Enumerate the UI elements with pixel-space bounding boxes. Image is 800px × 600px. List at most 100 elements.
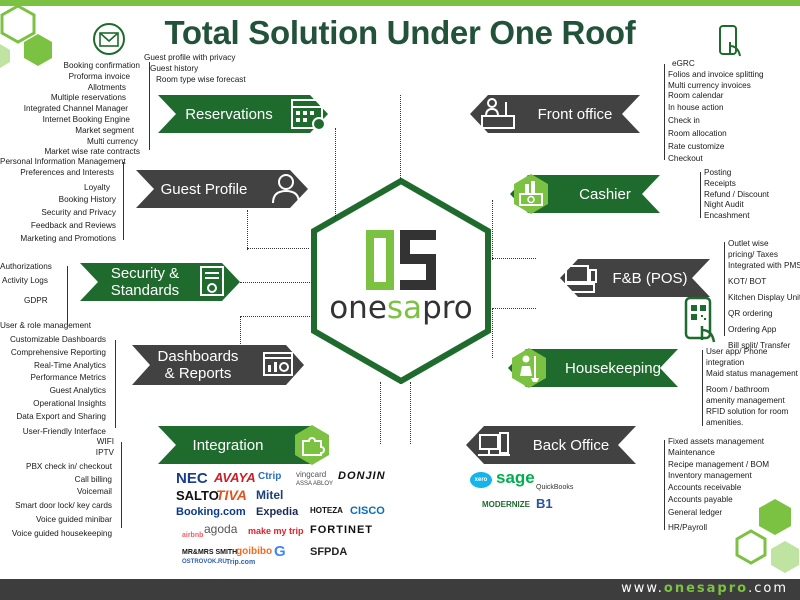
top-accent-bar [0, 0, 800, 6]
connector-line [247, 248, 309, 249]
connector-line [247, 210, 248, 250]
list-item: Check in [668, 115, 700, 125]
list-item: Real-Time Analytics [33, 360, 106, 370]
list-item: Booking confirmation [63, 61, 140, 70]
list-item: Room / bathroom amenity management [706, 385, 785, 406]
list-item: WIFI [96, 437, 114, 446]
list-item: Integrated with PMS [728, 260, 800, 270]
banner-label: Reservations [185, 105, 273, 123]
list-item: PBX check in/ checkout [25, 461, 112, 471]
list-item: Accounts receivable [668, 483, 742, 493]
qr-phone-icon [684, 296, 716, 343]
list-item: Voice guided minibar [35, 514, 112, 524]
list-item: GDPR [24, 295, 48, 305]
list-item: Data Export and Sharing [16, 411, 106, 421]
list-item: Kitchen Display Unit [728, 293, 800, 303]
center-logo: onesapro [308, 178, 494, 384]
logo-b1: B1 [536, 496, 553, 511]
list-item: Preferences and Interests [20, 167, 114, 177]
list-item: Guest history [150, 63, 199, 73]
banner-label: F&B (POS) [612, 269, 688, 287]
reservations-bracket [144, 62, 150, 150]
logo-hoteza: HOTEZA [310, 506, 343, 515]
guest-profile-banner[interactable]: Guest Profile [136, 170, 308, 208]
connector-line [492, 308, 493, 358]
pos-icon [556, 254, 604, 302]
list-item: Performance Metrics [30, 373, 106, 383]
list-item: Refund / Discount [704, 189, 770, 199]
logo-google: G [274, 543, 286, 560]
list-item: Operational Insights [33, 398, 106, 408]
brand-name: onesapro [308, 290, 494, 326]
connector-line [492, 308, 536, 309]
integration-bracket [116, 442, 122, 528]
logo-fortinet: FORTINET [310, 524, 373, 536]
list-item: Ordering App [728, 324, 777, 334]
list-item: Call billing [74, 475, 112, 485]
back-office-list: Fixed assets management Maintenance Reci… [664, 437, 800, 533]
cashier-list: Posting Receipts Refund / Discount Night… [700, 168, 800, 222]
list-item: Folios and invoice splitting [668, 69, 764, 79]
brand-name-part: one [329, 290, 387, 326]
reservations-top-list: Guest profile with privacy Guest history… [144, 53, 250, 85]
list-item: Allotments [87, 82, 126, 92]
mobile-touch-icon [719, 25, 741, 57]
dashboards-bracket [110, 340, 116, 428]
list-item: Voice guided housekeeping [11, 528, 112, 538]
connector-line [492, 258, 536, 259]
guest-profile-bracket [120, 162, 124, 240]
person-icon [262, 165, 310, 213]
list-item: HR/Payroll [668, 522, 708, 532]
logo-cisco: CISCO [350, 505, 385, 517]
list-item: Authorizations [0, 262, 52, 271]
list-item: Marketing and Promotions [20, 233, 116, 243]
list-item: Encashment [704, 211, 750, 221]
list-item: eGRC [672, 59, 695, 68]
list-item: Comprehensive Reporting [10, 347, 106, 357]
logo-nec: NEC [176, 470, 208, 487]
logo-mrmrssmith: MR&MRS SMITH [182, 549, 238, 556]
list-item: User app/ Phone integration [706, 347, 768, 367]
connector-line [240, 316, 241, 346]
backoffice-logos: xero sage QuickBooks MODERNIZE B1 [470, 468, 600, 516]
list-item: Booking History [58, 195, 116, 205]
list-item: Bill split/ Transfer [728, 340, 791, 350]
list-item: Rate customize [668, 141, 725, 151]
housekeeping-list: User app/ Phone integration Maid status … [702, 347, 800, 429]
logo-goibibo: goibibo [236, 546, 273, 557]
logo-sfpda: SFPDA [310, 546, 348, 558]
security-banner[interactable]: Security & Standards [80, 263, 240, 301]
connector-line [380, 382, 381, 444]
back-office-banner[interactable]: Back Office [466, 426, 636, 464]
list-item: Inventory management [668, 471, 752, 481]
brand-name-part: sa [386, 290, 423, 326]
connector-line [492, 200, 493, 260]
guest-profile-list: Personal Information Management Preferen… [0, 157, 126, 245]
dashboards-banner[interactable]: Dashboards & Reports [132, 345, 304, 385]
fnb-bracket [724, 242, 728, 336]
puzzle-icon [288, 421, 336, 469]
cash-icon [507, 170, 555, 218]
list-item: Receipts [704, 178, 736, 188]
dashboards-list: Customizable Dashboards Comprehensive Re… [0, 335, 110, 437]
logo-airbnb: airbnb [182, 532, 204, 539]
list-item: Multiple reservations [50, 93, 126, 103]
list-item: Guest Analytics [49, 386, 106, 396]
list-item: In house action [668, 103, 724, 113]
reservations-list: Booking confirmation Proforma invoice Al… [0, 61, 144, 158]
office-icon [470, 421, 518, 469]
email-icon [93, 23, 125, 55]
connector-line [240, 316, 312, 317]
url-part: .com [748, 581, 788, 596]
back-office-bracket [664, 440, 668, 530]
website-url[interactable]: www.onesapro.com [621, 581, 788, 596]
logo-ctrip: Ctrip [258, 471, 282, 482]
logo-text: xero [474, 477, 488, 483]
list-item: Loyalty [84, 182, 110, 192]
list-item: Fixed assets management [668, 437, 765, 446]
list-item: Night Audit [704, 200, 744, 210]
page-title: Total Solution Under One Roof [164, 14, 636, 51]
list-item: Accounts payable [668, 494, 733, 504]
banner-label: Back Office [532, 436, 610, 454]
integration-list: WIFI IPTV PBX check in/ checkout Call bi… [0, 437, 116, 539]
